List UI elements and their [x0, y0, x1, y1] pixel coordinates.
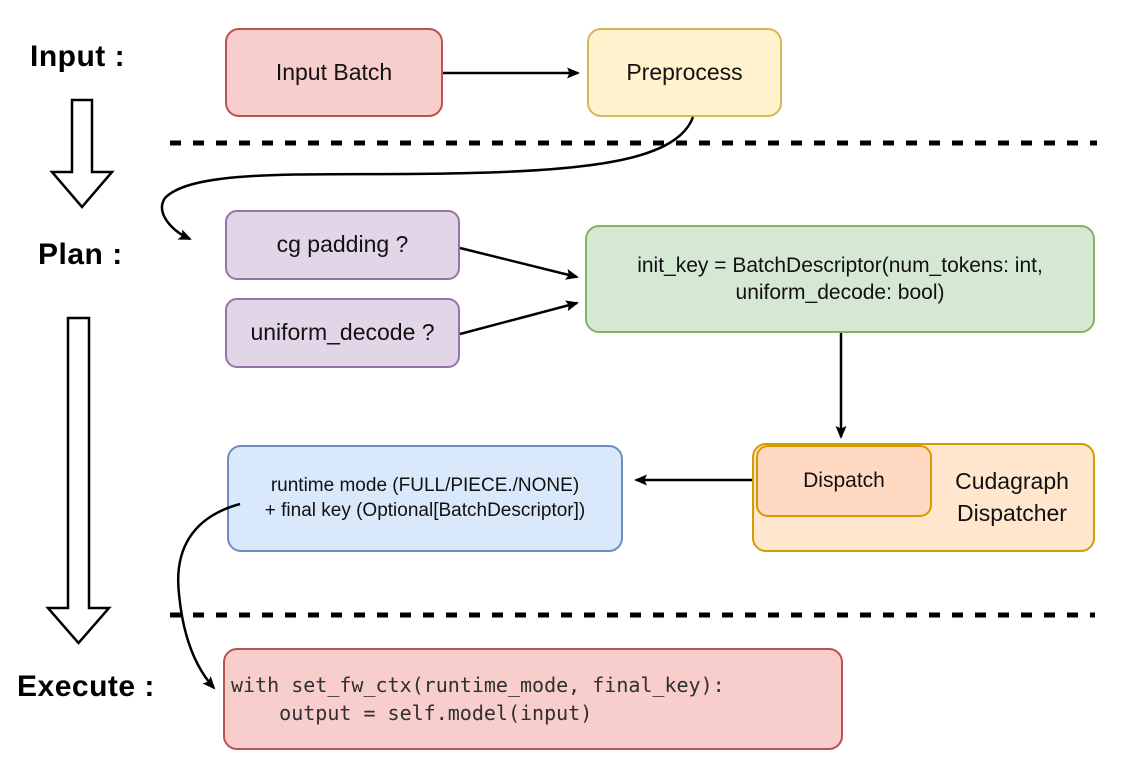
- cudagraph-label-line1: Cudagraph: [955, 468, 1069, 495]
- node-init-key-line2: uniform_decode: bool): [735, 281, 945, 304]
- node-runtime-result: runtime mode (FULL/PIECE./NONE) + final …: [227, 445, 623, 552]
- node-dispatch: Dispatch: [756, 445, 932, 517]
- node-init-key: init_key = BatchDescriptor(num_tokens: i…: [585, 225, 1095, 333]
- section-label-plan: Plan :: [38, 238, 123, 271]
- node-cudagraph-dispatcher-label: Cudagraph Dispatcher: [932, 443, 1092, 552]
- execute-code-line2: output = self.model(input): [231, 701, 593, 725]
- node-cg-padding-label: cg padding ?: [276, 231, 409, 258]
- edge-uniformdecode-to-initkey: [459, 300, 579, 336]
- down-arrow-icon-input-to-plan: [49, 98, 115, 209]
- node-cg-padding: cg padding ?: [225, 210, 460, 280]
- execute-code-line1: with set_fw_ctx(runtime_mode, final_key)…: [231, 673, 725, 697]
- edge-cgpadding-to-initkey: [459, 246, 579, 280]
- section-label-input: Input :: [30, 40, 126, 73]
- node-preprocess-label: Preprocess: [626, 58, 743, 85]
- node-uniform-decode-label: uniform_decode ?: [250, 319, 435, 346]
- node-runtime-result-line1: runtime mode (FULL/PIECE./NONE): [270, 474, 580, 496]
- section-label-execute: Execute :: [17, 670, 155, 703]
- node-uniform-decode: uniform_decode ?: [225, 298, 460, 368]
- node-runtime-result-line2: + final key (Optional[BatchDescriptor]): [264, 499, 586, 521]
- node-preprocess: Preprocess: [587, 28, 782, 117]
- node-init-key-line1: init_key = BatchDescriptor(num_tokens: i…: [637, 253, 1043, 277]
- node-dispatch-label: Dispatch: [803, 469, 885, 493]
- node-input-batch-label: Input Batch: [275, 58, 393, 85]
- cudagraph-label-line2: Dispatcher: [957, 499, 1067, 526]
- node-input-batch: Input Batch: [225, 28, 443, 117]
- down-arrow-icon-plan-to-execute: [45, 316, 112, 645]
- node-execute-code: with set_fw_ctx(runtime_mode, final_key)…: [223, 648, 843, 750]
